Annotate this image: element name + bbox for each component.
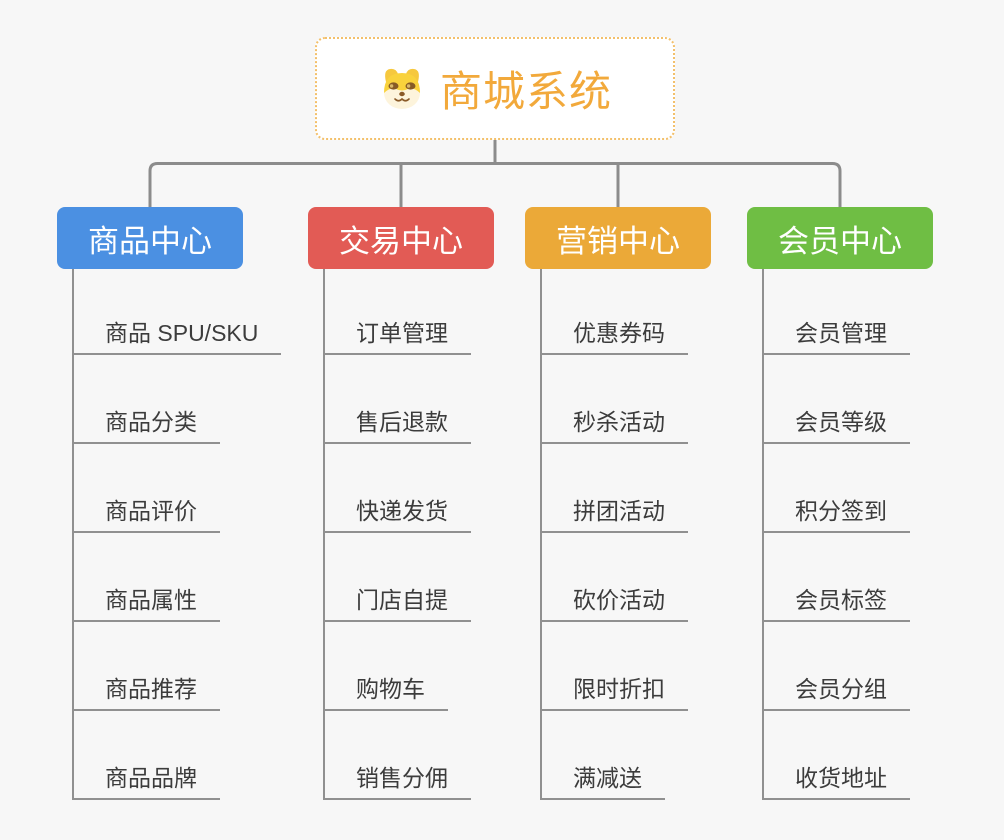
- item-node[interactable]: 快递发货: [325, 492, 471, 533]
- root-node[interactable]: 商城系统: [315, 37, 675, 140]
- item-node[interactable]: 收货地址: [764, 759, 910, 800]
- item-row: 商品推荐: [74, 622, 281, 711]
- item-row: 售后退款: [325, 355, 471, 444]
- item-row: 快递发货: [325, 444, 471, 533]
- item-row: 销售分佣: [325, 711, 471, 800]
- item-row: 订单管理: [325, 269, 471, 355]
- branch-items-product: 商品 SPU/SKU 商品分类 商品评价 商品属性 商品推荐 商品品牌: [72, 269, 282, 800]
- root-title: 商城系统: [439, 68, 612, 115]
- item-node[interactable]: 商品推荐: [74, 670, 220, 711]
- branch-items-marketing: 优惠券码 秒杀活动 拼团活动 砍价活动 限时折扣 满减送: [540, 269, 688, 800]
- item-row: 商品属性: [74, 533, 281, 622]
- item-row: 商品品牌: [74, 711, 281, 800]
- branch-items-trade: 订单管理 售后退款 快递发货 门店自提 购物车 销售分佣: [323, 269, 471, 800]
- item-row: 秒杀活动: [542, 355, 688, 444]
- item-node[interactable]: 会员管理: [764, 314, 910, 355]
- dog-face-icon: [383, 68, 420, 109]
- item-node[interactable]: 会员分组: [764, 670, 910, 711]
- item-node[interactable]: 积分签到: [764, 492, 910, 533]
- item-node[interactable]: 销售分佣: [325, 759, 471, 800]
- branch-node-product[interactable]: 商品中心: [57, 207, 243, 269]
- item-row: 商品分类: [74, 355, 281, 444]
- item-node[interactable]: 商品属性: [74, 581, 220, 622]
- item-node[interactable]: 商品分类: [74, 403, 220, 444]
- branch-node-member[interactable]: 会员中心: [747, 207, 933, 269]
- item-node[interactable]: 售后退款: [325, 403, 471, 444]
- item-row: 会员标签: [764, 533, 910, 622]
- item-row: 拼团活动: [542, 444, 688, 533]
- item-node[interactable]: 会员等级: [764, 403, 910, 444]
- item-node[interactable]: 会员标签: [764, 581, 910, 622]
- item-row: 积分签到: [764, 444, 910, 533]
- item-node[interactable]: 商品 SPU/SKU: [74, 314, 282, 355]
- item-node[interactable]: 优惠券码: [542, 314, 688, 355]
- branch-column-member: 会员中心 会员管理 会员等级 积分签到 会员标签 会员分组 收货地址: [747, 207, 933, 800]
- item-node[interactable]: 限时折扣: [542, 670, 688, 711]
- item-row: 优惠券码: [542, 269, 688, 355]
- item-node[interactable]: 商品品牌: [74, 759, 220, 800]
- item-row: 收货地址: [764, 711, 910, 800]
- item-row: 会员分组: [764, 622, 910, 711]
- item-node[interactable]: 门店自提: [325, 581, 471, 622]
- item-row: 限时折扣: [542, 622, 688, 711]
- item-node[interactable]: 商品评价: [74, 492, 220, 533]
- item-row: 购物车: [325, 622, 471, 711]
- branch-node-marketing[interactable]: 营销中心: [525, 207, 711, 269]
- item-node[interactable]: 拼团活动: [542, 492, 688, 533]
- item-row: 门店自提: [325, 533, 471, 622]
- item-row: 会员管理: [764, 269, 910, 355]
- item-row: 商品 SPU/SKU: [74, 269, 282, 355]
- item-node[interactable]: 砍价活动: [542, 581, 688, 622]
- item-row: 商品评价: [74, 444, 281, 533]
- item-row: 砍价活动: [542, 533, 688, 622]
- item-row: 满减送: [542, 711, 688, 800]
- item-row: 会员等级: [764, 355, 910, 444]
- branch-items-member: 会员管理 会员等级 积分签到 会员标签 会员分组 收货地址: [762, 269, 910, 800]
- item-node[interactable]: 满减送: [542, 759, 665, 800]
- item-node[interactable]: 订单管理: [325, 314, 471, 355]
- branch-column-marketing: 营销中心 优惠券码 秒杀活动 拼团活动 砍价活动 限时折扣 满减送: [525, 207, 711, 800]
- item-node[interactable]: 秒杀活动: [542, 403, 688, 444]
- branch-column-trade: 交易中心 订单管理 售后退款 快递发货 门店自提 购物车 销售分佣: [308, 207, 494, 800]
- branch-column-product: 商品中心 商品 SPU/SKU 商品分类 商品评价 商品属性 商品推荐 商品品牌: [57, 207, 282, 800]
- item-node[interactable]: 购物车: [325, 670, 448, 711]
- branch-node-trade[interactable]: 交易中心: [308, 207, 494, 269]
